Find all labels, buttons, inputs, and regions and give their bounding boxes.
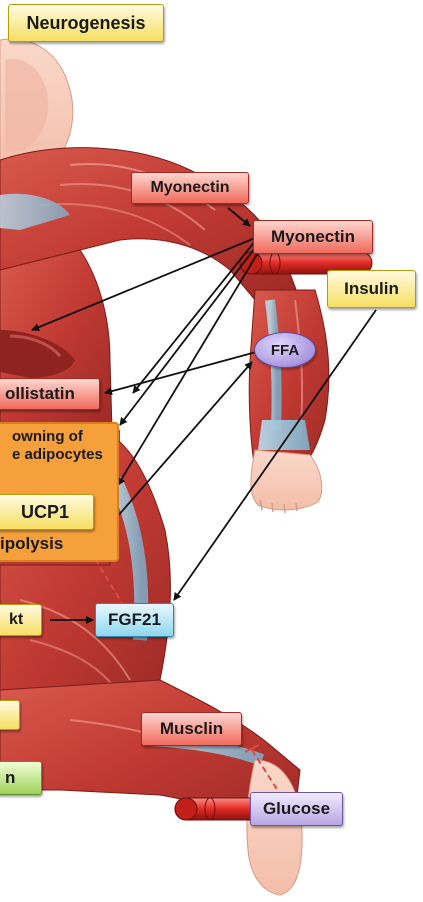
musclin-label: Musclin bbox=[141, 712, 242, 746]
arrow-ffa-to-follistatin bbox=[105, 352, 256, 393]
ffa-label: FFA bbox=[254, 332, 316, 368]
akt-label: kt bbox=[0, 604, 42, 636]
neurogenesis-label: Neurogenesis bbox=[8, 4, 164, 42]
forearm-region bbox=[249, 290, 329, 470]
fgf21-label: FGF21 bbox=[95, 603, 174, 637]
lipolysis-label: ipolysis bbox=[0, 534, 63, 554]
browning-label: owning of e adipocytes bbox=[12, 428, 117, 464]
myonectin-label-receptor: Myonectin bbox=[253, 220, 373, 254]
partial-green-label: n bbox=[0, 761, 42, 795]
arrow-myonectin-to-ucp1 bbox=[118, 246, 262, 485]
glucose-label: Glucose bbox=[250, 792, 343, 826]
follistatin-label: ollistatin bbox=[0, 378, 100, 410]
ucp1-label: UCP1 bbox=[0, 494, 94, 530]
arrow-myonectin-to-browning bbox=[120, 244, 258, 425]
partial-yellow-box bbox=[0, 700, 20, 730]
hand-region bbox=[251, 450, 322, 513]
myonectin-label-upper: Myonectin bbox=[131, 172, 249, 204]
insulin-label: Insulin bbox=[327, 270, 416, 308]
